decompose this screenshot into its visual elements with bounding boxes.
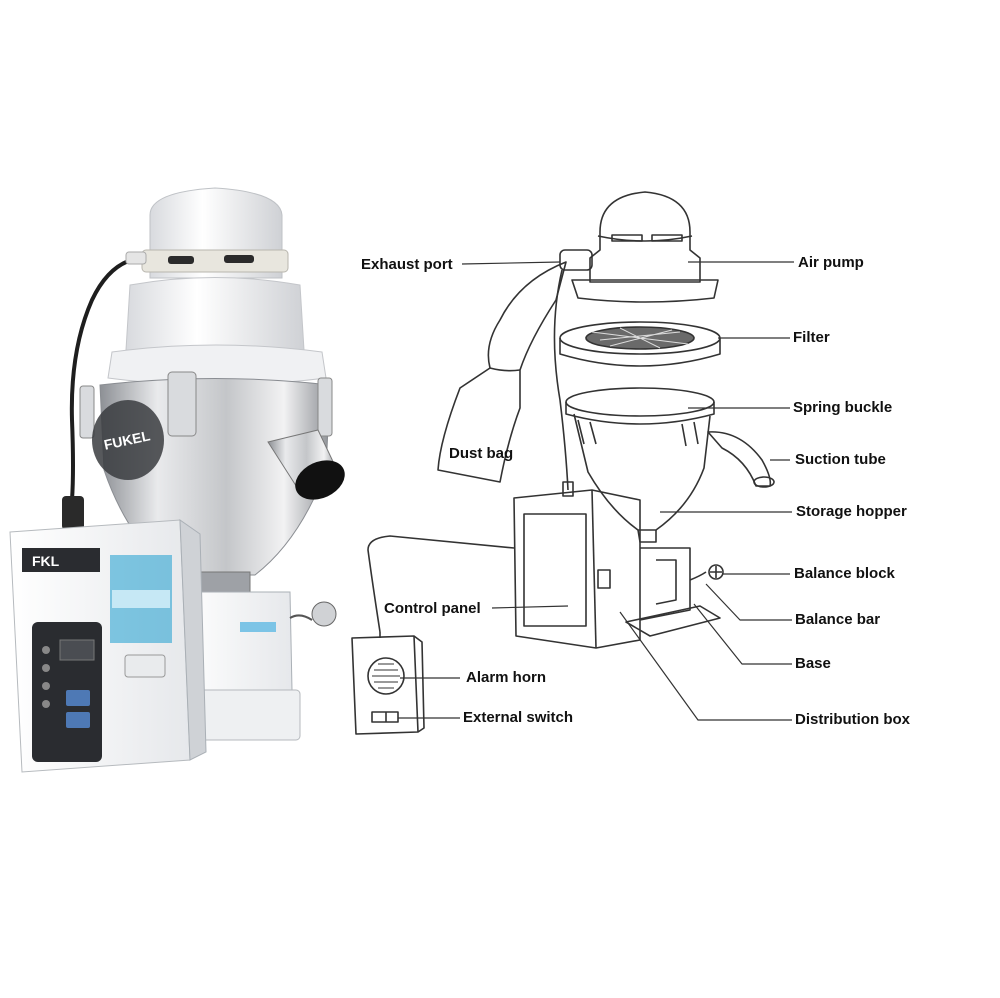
label-exhaust-port: Exhaust port — [361, 256, 453, 273]
drawing-base — [625, 547, 724, 637]
label-balance-block: Balance block — [794, 565, 895, 582]
drawing-exhaust-port — [559, 249, 593, 271]
label-air-pump: Air pump — [798, 254, 864, 271]
label-dust-bag: Dust bag — [449, 445, 514, 462]
label-external-switch: External switch — [463, 709, 574, 726]
label-distribution-box: Distribution box — [795, 711, 910, 728]
drawing-distribution-box — [513, 489, 641, 649]
drawing-signal-cable — [553, 269, 569, 491]
leader-exhaust-port — [461, 261, 561, 265]
drawing-alarm-cable — [367, 535, 515, 633]
label-alarm-horn: Alarm horn — [466, 669, 547, 686]
leader-base — [693, 603, 792, 665]
drawing-storage-hopper — [565, 387, 715, 543]
drawing-filter — [559, 321, 721, 367]
photo-panel-model: FKL — [32, 553, 60, 569]
drawing-dust-bag — [437, 261, 567, 483]
label-control-panel: Control panel — [384, 600, 481, 617]
label-spring-buckle: Spring buckle — [793, 399, 893, 416]
label-filter: Filter — [793, 329, 830, 346]
photo-power-cable — [69, 256, 141, 501]
photo-brand-logo — [92, 400, 164, 480]
leader-balance-bar — [705, 583, 792, 621]
label-base: Base — [795, 655, 831, 672]
label-suction-tube: Suction tube — [795, 451, 886, 468]
drawing-alarm-box — [351, 632, 425, 735]
label-balance-bar: Balance bar — [795, 611, 881, 628]
label-storage-hopper: Storage hopper — [796, 503, 907, 520]
leader-control-panel — [491, 605, 569, 609]
leader-distribution-box — [619, 611, 792, 721]
leader-lines — [398, 261, 794, 721]
